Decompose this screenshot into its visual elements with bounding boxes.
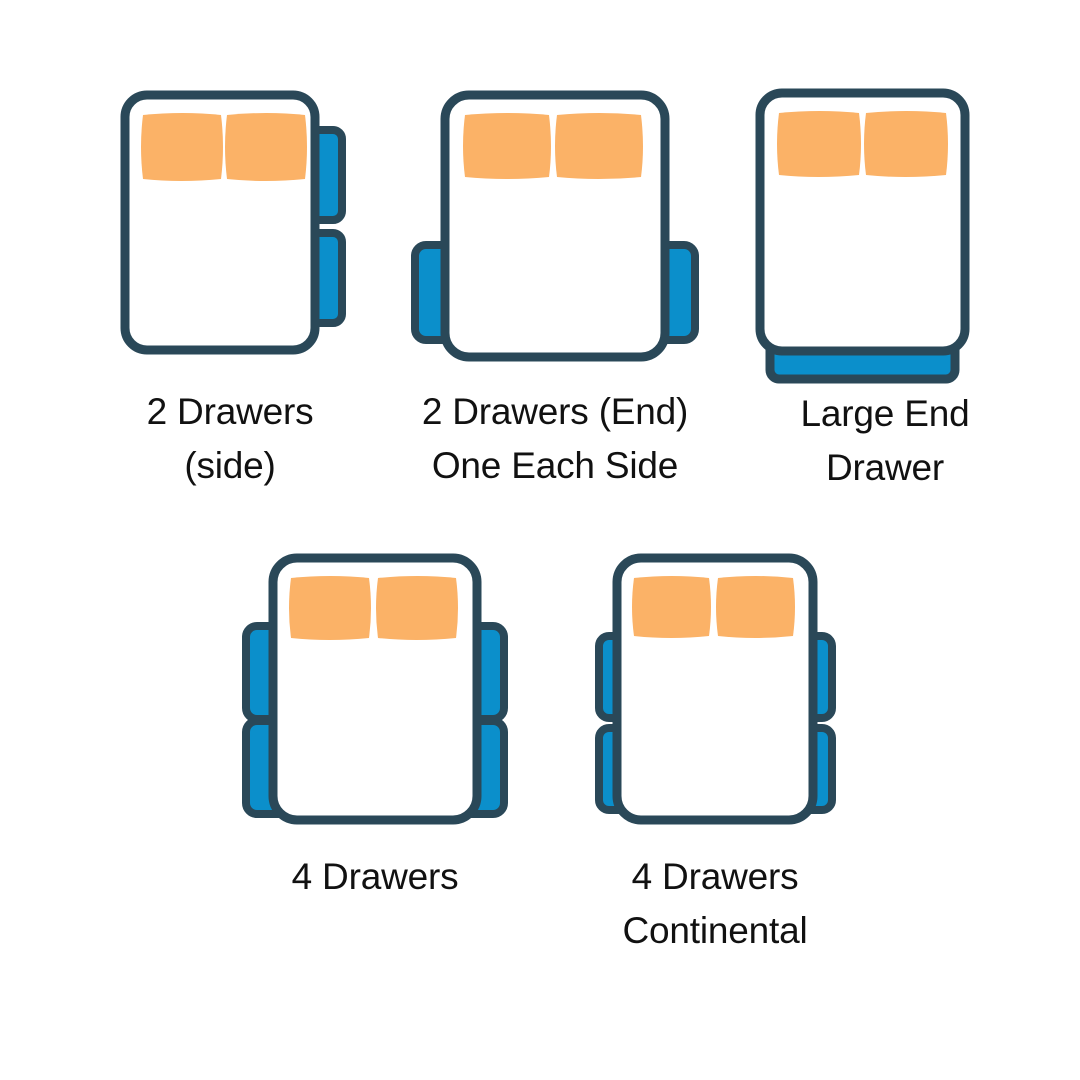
pillow-right-icon xyxy=(864,111,948,177)
option-four-drawers-continental[interactable]: 4 Drawers Continental xyxy=(555,548,875,951)
bed-illustration-four-drawers-continental xyxy=(555,548,875,838)
pillow-group xyxy=(777,111,948,177)
option-label-four-drawers-continental: 4 Drawers Continental xyxy=(622,856,808,951)
pillow-group xyxy=(632,576,795,638)
pillow-left-icon xyxy=(463,113,551,179)
pillow-group xyxy=(463,113,643,179)
option-two-drawers-end[interactable]: 2 Drawers (End) One Each Side xyxy=(395,85,715,486)
option-large-end-drawer[interactable]: Large End Drawer xyxy=(735,75,1035,488)
option-label-two-drawers-side: 2 Drawers (side) xyxy=(146,391,314,486)
option-two-drawers-side[interactable]: 2 Drawers (side) xyxy=(70,85,390,486)
pillow-left-icon xyxy=(777,111,861,177)
pillow-right-icon xyxy=(225,113,307,181)
pillow-right-icon xyxy=(555,113,643,179)
option-label-large-end-drawer: Large End Drawer xyxy=(800,393,970,488)
bed-illustration-two-drawers-end xyxy=(395,85,715,375)
bed-illustration-four-drawers xyxy=(215,548,535,838)
pillow-right-icon xyxy=(376,576,458,640)
pillow-left-icon xyxy=(632,576,711,638)
option-label-four-drawers: 4 Drawers xyxy=(291,856,459,897)
option-label-two-drawers-end: 2 Drawers (End) One Each Side xyxy=(421,391,689,486)
pillow-left-icon xyxy=(141,113,223,181)
pillow-group xyxy=(141,113,307,181)
pillow-group xyxy=(289,576,458,640)
bed-illustration-large-end-drawer xyxy=(735,75,1035,384)
pillow-right-icon xyxy=(716,576,795,638)
option-four-drawers[interactable]: 4 Drawers xyxy=(215,548,535,897)
pillow-left-icon xyxy=(289,576,371,640)
bed-illustration-two-drawers-side xyxy=(70,85,390,375)
